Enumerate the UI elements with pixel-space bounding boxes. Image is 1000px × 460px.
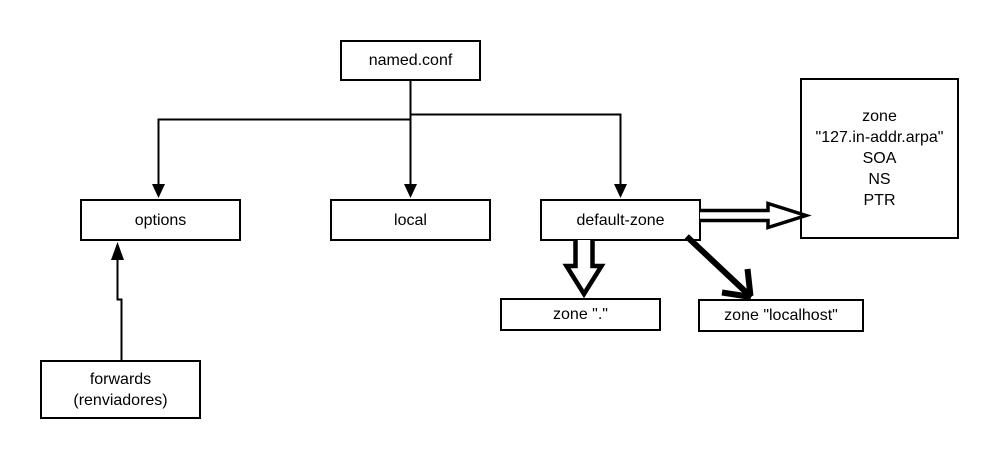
node-named-conf-label: named.conf xyxy=(368,52,453,69)
arrowhead-up-icon xyxy=(111,242,124,260)
node-zone-root: zone "." xyxy=(500,298,661,331)
node-zone-127-in-addr-arpa: zone "127.in-addr.arpa" SOA NS PTR xyxy=(800,78,959,239)
arrowhead-down-icon xyxy=(614,184,627,198)
node-forwards-line: (renviadores) xyxy=(73,391,168,409)
node-zone-root-label: zone "." xyxy=(553,306,608,323)
connector-forwards-options xyxy=(111,242,124,360)
arrowhead-down-icon xyxy=(152,184,165,198)
node-forwards-line: forwards xyxy=(89,370,152,388)
connector-namedconf-defaultzone xyxy=(410,113,627,198)
arrow-defaultzone-zonelocalhost xyxy=(684,234,754,300)
block-arrow-defaultzone-zoneroot xyxy=(562,240,606,299)
open-arrow-down-icon xyxy=(562,240,606,299)
arrowhead-down-icon xyxy=(404,184,417,198)
arrowhead-downright-icon xyxy=(721,289,752,300)
node-default-zone: default-zone xyxy=(540,199,701,241)
node-local: local xyxy=(330,199,491,241)
node-named-conf: named.conf xyxy=(340,40,481,81)
node-local-label: local xyxy=(394,211,427,229)
node-zone-127-line: "127.in-addr.arpa" xyxy=(815,129,944,146)
node-zone-127-line: SOA xyxy=(862,150,897,167)
connector-namedconf-local xyxy=(404,81,417,198)
node-zone-localhost-label: zone "localhost" xyxy=(724,307,838,324)
node-forwards: forwards (renviadores) xyxy=(40,360,201,419)
node-default-zone-label: default-zone xyxy=(576,211,665,229)
connector-namedconf-options xyxy=(152,118,411,198)
open-arrow-right-icon xyxy=(700,201,812,230)
arrowhead-downright-icon xyxy=(744,268,754,297)
node-zone-127-line: PTR xyxy=(863,192,896,209)
node-options: options xyxy=(80,199,241,241)
node-zone-127-line: NS xyxy=(868,171,891,188)
node-zone-127-line: zone xyxy=(862,108,897,125)
node-options-label: options xyxy=(134,211,187,229)
block-arrow-defaultzone-zone127 xyxy=(700,201,812,230)
node-zone-localhost: zone "localhost" xyxy=(698,299,864,332)
